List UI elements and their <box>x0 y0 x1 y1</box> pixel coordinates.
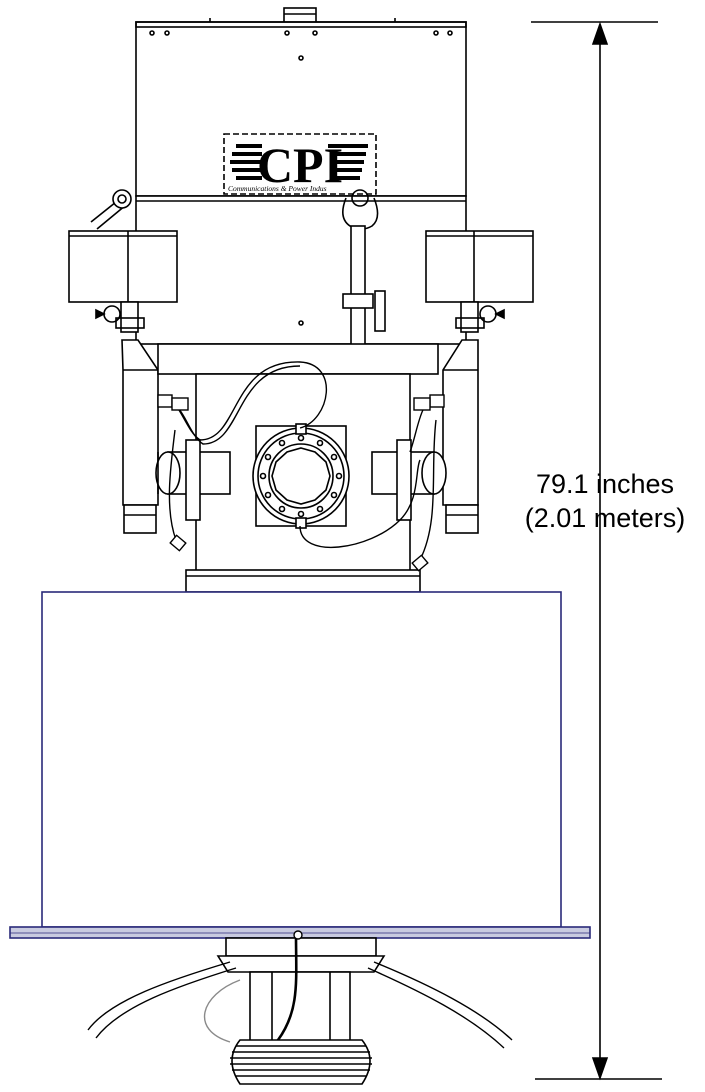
left-lever <box>90 189 132 230</box>
right-column <box>442 301 505 534</box>
logo-mark: CPI <box>257 137 343 193</box>
left-side-block <box>68 230 178 303</box>
middle-housing <box>135 195 467 345</box>
lower-cables <box>87 930 513 1061</box>
left-column <box>95 301 159 534</box>
cooling-hoses <box>157 361 445 572</box>
central-flange <box>252 423 350 529</box>
bottom-grooved-ring <box>230 1039 372 1085</box>
right-side-block <box>425 230 534 303</box>
logo-tagline: Communications & Power Indus <box>228 184 327 193</box>
height-dimension-meters: (2.01 meters) <box>524 503 686 533</box>
left-side-port <box>155 439 231 521</box>
cpi-logo-plate: CPI Communications & Power Indus <box>223 133 377 195</box>
height-dimension-line <box>531 21 662 1081</box>
height-dimension-inches: 79.1 inches <box>535 469 675 499</box>
right-side-port <box>371 439 447 521</box>
lower-cabinet <box>41 591 562 928</box>
